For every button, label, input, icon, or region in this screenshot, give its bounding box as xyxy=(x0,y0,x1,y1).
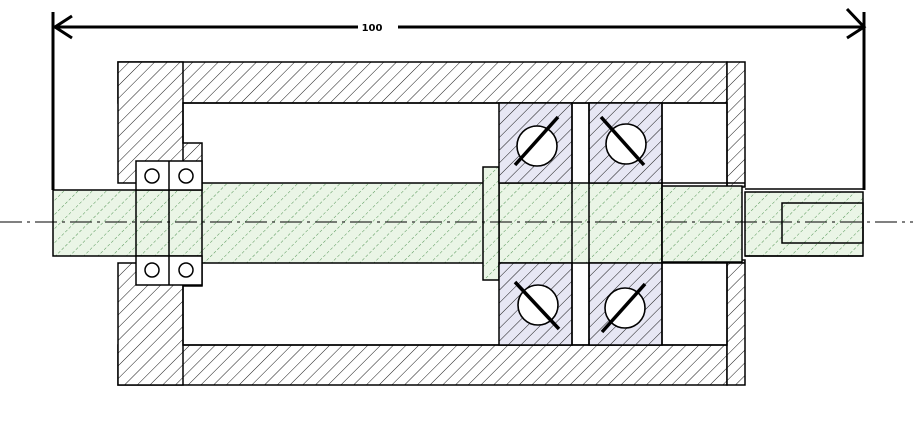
bearing-symbol-icon xyxy=(516,125,558,167)
housing-bottom-wall xyxy=(117,344,728,386)
dimension-value: 100 xyxy=(362,23,383,34)
bearing-symbol-diagonal xyxy=(600,282,647,334)
shaft-collar xyxy=(482,166,500,281)
main-bearings xyxy=(498,102,663,346)
small-ball-icon xyxy=(178,262,194,278)
bearing-symbol-diagonal xyxy=(513,115,560,167)
arrowhead-left-icon xyxy=(52,14,73,40)
housing-left-cap-upper xyxy=(117,61,203,184)
shaft-bearing-journal xyxy=(498,182,663,264)
shaft xyxy=(52,182,864,264)
shaft-inner-section xyxy=(201,182,501,264)
small-ball-icon xyxy=(144,168,160,184)
small-ball-icon xyxy=(178,168,194,184)
housing xyxy=(117,61,746,386)
shaft-stepped-section xyxy=(661,185,743,263)
bearing-symbol-diagonal xyxy=(599,115,646,167)
dimension-annotation: 100 xyxy=(51,7,867,190)
shaft-output-end xyxy=(744,191,864,257)
housing-top-wall xyxy=(117,61,728,104)
thrust-bearing-left xyxy=(135,160,203,286)
housing-right-plate-upper xyxy=(726,61,746,188)
housing-right-plate-lower xyxy=(726,259,746,386)
small-ball-icon xyxy=(144,262,160,278)
bearing-symbol-diagonal xyxy=(513,280,561,331)
arrowhead-right-icon xyxy=(845,7,867,40)
keyway-slot xyxy=(781,202,864,244)
